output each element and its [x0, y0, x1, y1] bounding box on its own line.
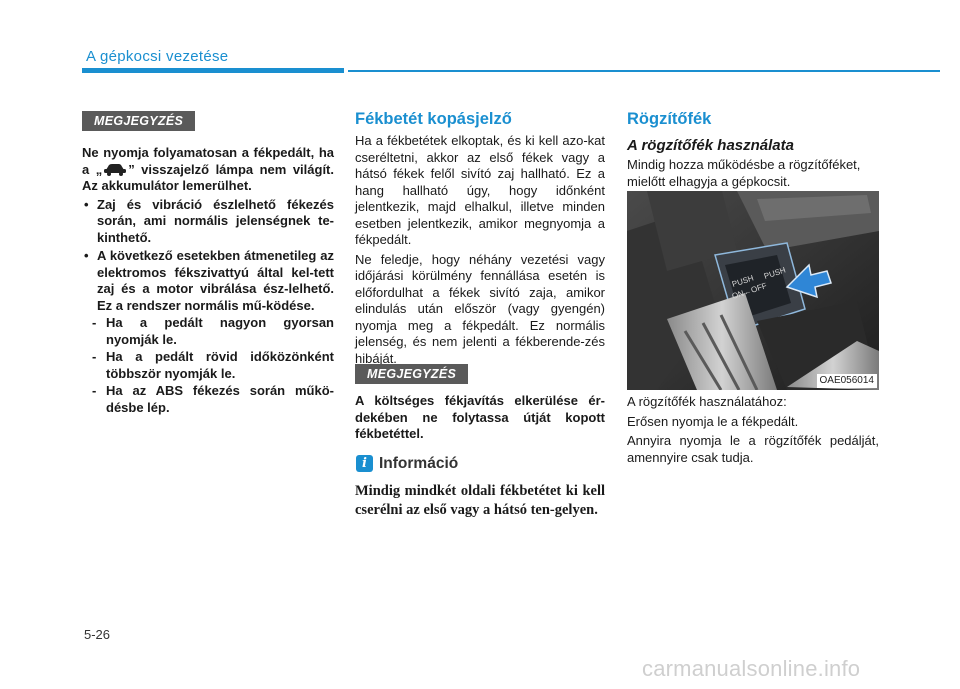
- watermark: carmanualsonline.info: [642, 656, 861, 681]
- dash-item: -Ha a pedált rövid időközönként többször…: [82, 349, 334, 382]
- parking-brake-steps: A rögzítőfék használatához: Erősen nyomj…: [627, 394, 879, 466]
- info-title: Információ: [379, 455, 459, 472]
- pedal-illustration: PUSH ON←OFF PUSH: [627, 191, 879, 390]
- paragraph: Ne feledje, hogy néhány vezetési vagy id…: [355, 251, 605, 366]
- parking-brake-intro: Mindig hozza működésbe a rögzítőféket, m…: [627, 157, 861, 189]
- step-line: Annyira nyomja le a rögzítőfék pedálját,…: [627, 433, 879, 465]
- left-note-column: Ne nyomja folyamatosan a fékpedált, ha a…: [82, 145, 334, 416]
- push-arrow-icon: [785, 263, 832, 299]
- step-line: Erősen nyomja le a fékpedált.: [627, 413, 799, 429]
- bullet-item: Zaj és vibráció észlelhető fékezés során…: [82, 197, 334, 247]
- page-number: 5-26: [84, 627, 111, 642]
- dash-text: Ha a pedált nagyon gyorsan nyomják le.: [106, 315, 334, 347]
- note-badge-left: MEGJEGYZÉS: [82, 111, 196, 131]
- dash-item: -Ha a pedált nagyon gyorsan nyomják le.: [82, 315, 334, 348]
- section-title: A gépkocsi vezetése: [86, 48, 229, 65]
- brake-pad-wear-heading: Fékbetét kopásjelző: [355, 110, 512, 128]
- info-text: Mindig mindkét oldali fékbetétet ki kell…: [355, 483, 605, 518]
- note-badge-middle: MEGJEGYZÉS: [355, 364, 469, 384]
- parking-brake-pedal-photo: PUSH ON←OFF PUSH OAE056014: [627, 191, 879, 390]
- parking-brake-heading: Rögzítőfék: [627, 110, 712, 128]
- header-rule-thick: [82, 68, 344, 73]
- dash-item: -Ha az ABS fékezés során műkö-désbe lép.: [82, 383, 334, 416]
- paragraph: Ha a fékbetétek elkoptak, és ki kell azo…: [355, 133, 605, 247]
- header-rule-thin: [348, 70, 940, 72]
- bullet-item: A következő esetekben átmenetileg az ele…: [82, 248, 334, 314]
- dash-mark: -: [92, 349, 97, 364]
- dash-mark: -: [92, 315, 97, 330]
- dash-text: Ha a pedált rövid időközönként többször …: [106, 349, 334, 381]
- dash-text: Ha az ABS fékezés során műkö-désbe lép.: [106, 383, 334, 415]
- step-line: A rögzítőfék használatához:: [627, 394, 787, 409]
- brake-pad-text: Ha a fékbetétek elkoptak, és ki kell azo…: [355, 133, 605, 367]
- middle-note-text: A költséges fékjavítás elkerülése ér-dek…: [355, 393, 605, 441]
- photo-code: OAE056014: [816, 374, 877, 388]
- brake-warning-lamp-icon: [102, 162, 128, 176]
- warning-text-before: Ne nyomja folyamatosan a fékpedált, ha a…: [82, 145, 334, 177]
- parking-brake-subheading: A rögzítőfék használata: [627, 137, 794, 154]
- warning-text-after: ” visszajelző lámpa nem világít. Az akku…: [82, 161, 334, 194]
- brake-pedal-warning: Ne nyomja folyamatosan a fékpedált, ha a…: [82, 145, 334, 195]
- info-icon: i: [356, 455, 373, 472]
- dash-mark: -: [92, 383, 97, 398]
